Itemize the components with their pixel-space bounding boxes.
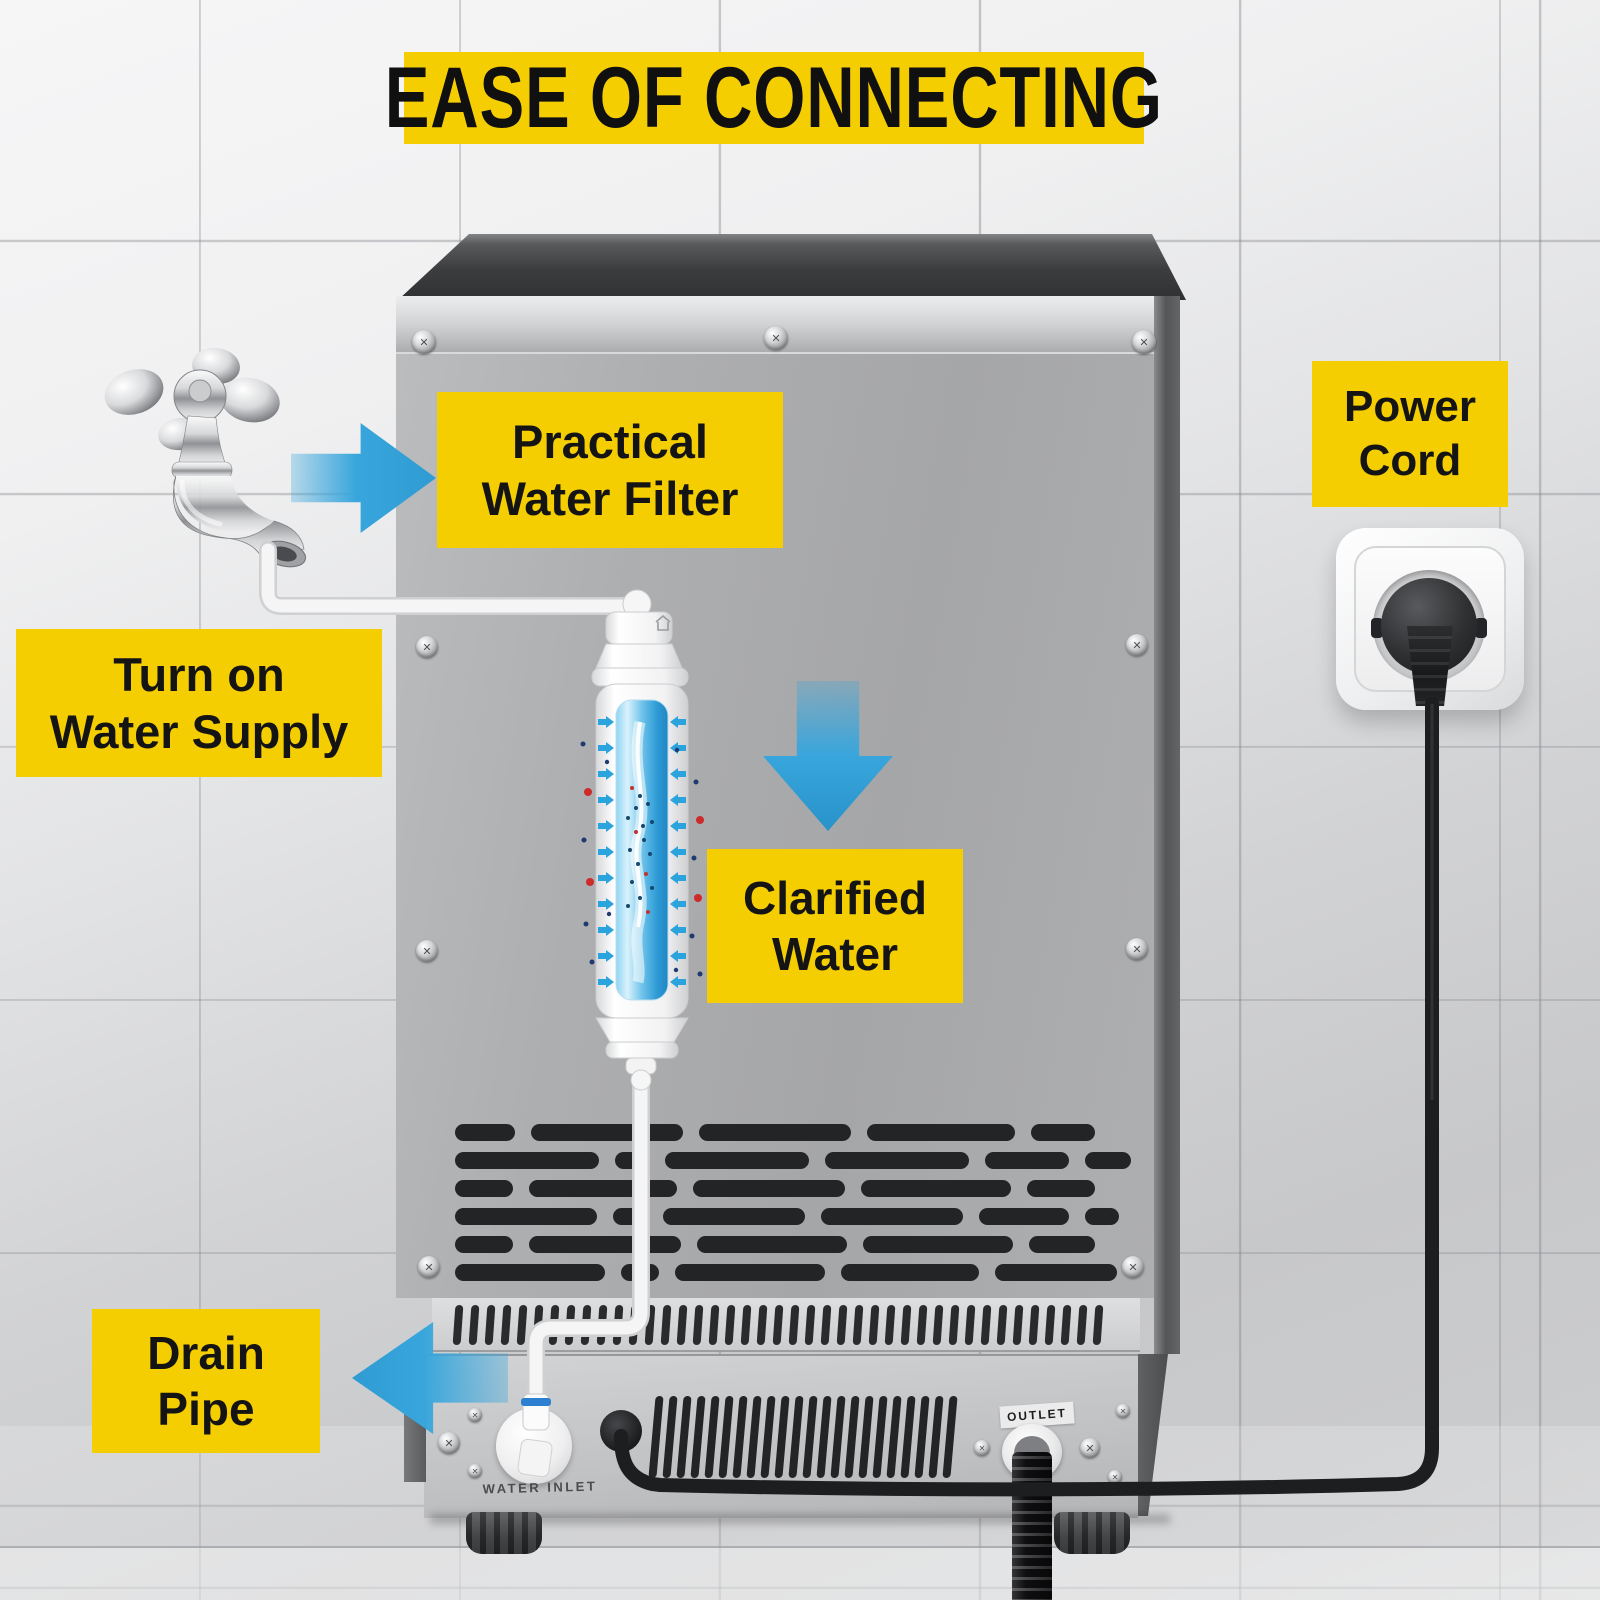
vent-slot: [1029, 1236, 1095, 1253]
callout-clarified-water: Clarified Water: [707, 849, 963, 1003]
vent-slot: [455, 1124, 515, 1141]
screw-icon: ✕: [416, 636, 438, 658]
water-filter-icon: [580, 589, 704, 1091]
vent-slot: [863, 1236, 1013, 1253]
water-tube-faucet-to-filter: [259, 541, 639, 615]
lower-vent-band: [432, 1298, 1140, 1352]
screw-icon: ✕: [1122, 1256, 1144, 1278]
vent-slot: [1085, 1208, 1119, 1225]
floor-band: [0, 1546, 1600, 1600]
vent-slot: [979, 1208, 1069, 1225]
faucet-cross-handle: [104, 347, 280, 451]
vent-slot: [821, 1208, 963, 1225]
faucet-icon: [104, 347, 307, 568]
filter-cartridge: [580, 589, 704, 1091]
vent-row: [455, 1180, 1135, 1197]
screw-icon: ✕: [1132, 330, 1156, 354]
vent-slot: [455, 1152, 599, 1169]
filter-window-streak: [626, 720, 654, 984]
socket-ground-notch-right: [1475, 618, 1487, 638]
callout-practical-water-filter: Practical Water Filter: [437, 392, 783, 548]
vent-slot: [985, 1152, 1069, 1169]
screw-icon: ✕: [468, 1408, 482, 1422]
drain-pipe-hose: [1012, 1452, 1052, 1600]
vent-slot: [455, 1180, 513, 1197]
vent-slot: [699, 1124, 851, 1141]
screw-icon: ✕: [418, 1256, 440, 1278]
screw-icon: ✕: [1108, 1470, 1122, 1484]
vent-slot: [455, 1208, 597, 1225]
filter-cap-house-icon: [655, 614, 671, 631]
title-banner: EASE OF CONNECTING: [385, 52, 1162, 144]
faucet-body: [171, 415, 307, 568]
socket-ground-notch-left: [1371, 618, 1383, 638]
vent-row: [455, 1208, 1135, 1225]
vent-slot: [675, 1264, 825, 1281]
machine-shadow: [430, 1514, 1170, 1524]
machine-right-side-panel: [1154, 296, 1180, 1354]
inlet-connector-clip: [521, 1398, 551, 1406]
power-plug-grip: [1406, 626, 1454, 706]
page-title: EASE OF CONNECTING: [384, 50, 1164, 146]
machine-foot-left: [466, 1512, 542, 1554]
vent-slot: [1027, 1180, 1095, 1197]
screw-icon: ✕: [1116, 1404, 1130, 1418]
screw-icon: ✕: [468, 1464, 482, 1478]
vent-slot: [867, 1124, 1015, 1141]
vent-slot: [1085, 1152, 1131, 1169]
screw-icon: ✕: [764, 326, 788, 350]
callout-drain-pipe: Drain Pipe: [92, 1309, 320, 1453]
callout-power-cord: Power Cord: [1312, 361, 1508, 507]
screw-icon: ✕: [438, 1432, 460, 1454]
screw-icon: ✕: [416, 940, 438, 962]
vent-slot: [665, 1152, 809, 1169]
screw-icon: ✕: [412, 330, 436, 354]
screw-icon: ✕: [1126, 938, 1148, 960]
vent-slot: [995, 1264, 1117, 1281]
vent-slot: [841, 1264, 979, 1281]
screw-icon: ✕: [1080, 1438, 1100, 1458]
vent-slot: [663, 1208, 805, 1225]
callout-turn-on-water-supply: Turn on Water Supply: [16, 629, 382, 777]
vent-slot: [455, 1236, 513, 1253]
screw-icon: ✕: [974, 1440, 990, 1456]
screw-icon: ✕: [1126, 634, 1148, 656]
vent-slot: [455, 1264, 605, 1281]
vent-slot: [693, 1180, 845, 1197]
vent-slot: [825, 1152, 969, 1169]
vent-slot: [697, 1236, 847, 1253]
filter-particle-dots: [580, 741, 704, 977]
water-tube-filter-to-inlet: [521, 1059, 650, 1431]
power-cord: [614, 697, 1439, 1497]
machine-top-cap: [398, 234, 1186, 300]
vent-slot: [861, 1180, 1011, 1197]
machine-foot-right: [1054, 1512, 1130, 1554]
filter-flow-arrows: [598, 716, 686, 988]
vent-slot: [1031, 1124, 1095, 1141]
